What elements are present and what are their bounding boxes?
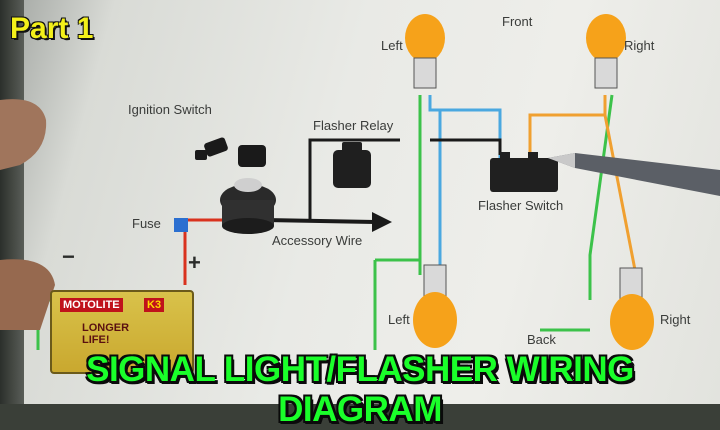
bulb-back-left-icon (413, 264, 457, 348)
label-plus: + (188, 250, 201, 275)
flasher-relay-icon (333, 142, 371, 188)
bulb-back-right-icon (610, 267, 654, 350)
black-wire-switch (430, 138, 502, 155)
label-front: Front (502, 14, 533, 29)
label-fuse: Fuse (132, 216, 161, 231)
part-label: Part 1 (10, 12, 94, 45)
label-flasher-relay: Flasher Relay (313, 118, 394, 133)
battery-slogan-line1: LONGER (82, 322, 130, 334)
battery-brand: MOTOLITE (60, 298, 123, 312)
ignition-switch-icon (195, 137, 276, 234)
label-back-left: Left (388, 312, 410, 327)
bulb-front-right-icon (586, 14, 626, 89)
label-flasher-switch: Flasher Switch (478, 198, 564, 213)
flasher-switch-icon (490, 152, 558, 192)
battery-slogan-line2: LIFE! (82, 334, 110, 346)
background-edge (0, 0, 24, 404)
bulb-front-left-icon (405, 14, 445, 89)
banner-title: SIGNAL LIGHT/FLASHER WIRING DIAGRAM (86, 350, 634, 429)
pen-icon (548, 153, 720, 196)
label-minus: − (62, 244, 75, 269)
battery-tag: K3 (144, 298, 165, 312)
label-accessory-wire: Accessory Wire (272, 233, 363, 248)
label-front-right: Right (624, 38, 655, 53)
label-front-left: Left (381, 38, 403, 53)
hand-bottom-left (0, 259, 55, 330)
accessory-arrow-icon (372, 212, 392, 232)
battery-slogan: LONGER LIFE! (82, 322, 129, 346)
orange-wire (528, 95, 637, 271)
fuse-icon (174, 218, 188, 232)
green-wire-left-back (373, 258, 420, 350)
black-wire-relay (308, 138, 400, 220)
hand-top-left (0, 99, 47, 170)
label-ignition-switch: Ignition Switch (128, 102, 212, 117)
label-back: Back (527, 332, 556, 347)
wiring-diagram (0, 14, 720, 350)
battery: MOTOLITE K3 LONGER LIFE! (50, 290, 194, 374)
label-back-right: Right (660, 312, 691, 327)
blue-wire (428, 95, 502, 265)
accessory-wire (264, 218, 376, 224)
green-wire-right (588, 94, 614, 300)
